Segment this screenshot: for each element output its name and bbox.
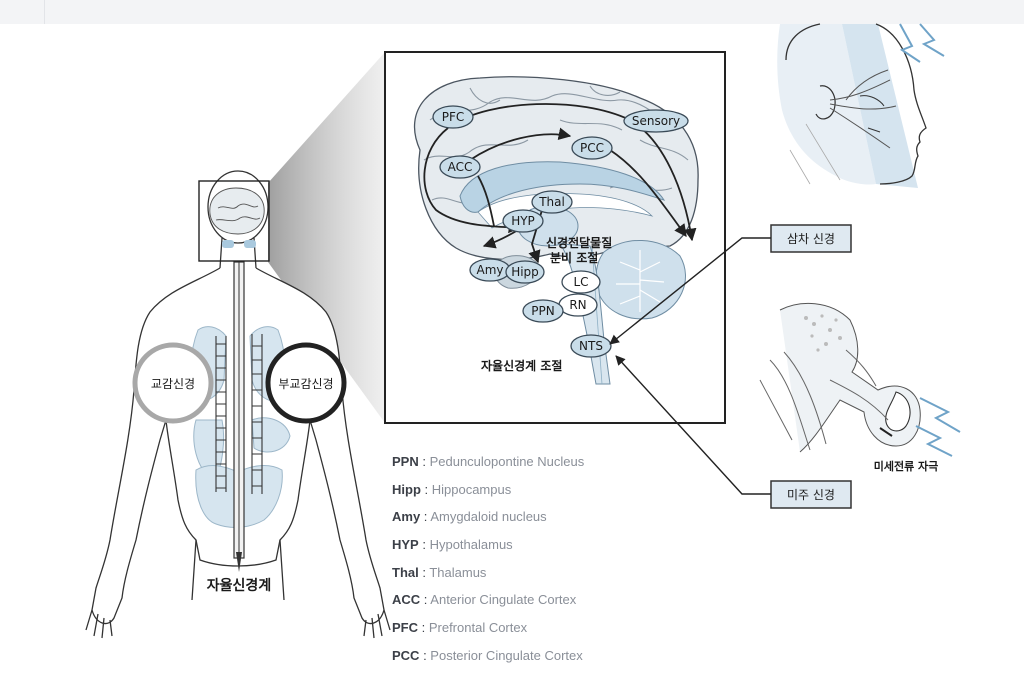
legend-item: Amy : Amygdaloid nucleus [392,509,547,525]
node-ppn: PPN [522,299,564,323]
sympathetic-circle: 교감신경 [132,342,214,424]
svg-text:PPN: PPN [531,304,554,318]
parasympathetic-circle: 부교감신경 [265,342,347,424]
lightning-bolt-icon [899,23,945,63]
node-amy: Amy [469,258,511,282]
trigeminal-connector [609,237,771,345]
ear-neck-illustration [759,302,921,453]
node-nts: NTS [570,334,612,358]
legend-item: Thal : Thalamus [392,564,487,580]
legend-item: PFC : Prefrontal Cortex [392,620,528,636]
svg-text:NTS: NTS [579,339,603,353]
svg-text:PFC: PFC [442,110,465,124]
trigeminal-callout: 삼차 신경 [770,224,852,253]
sympathetic-chain [215,334,263,494]
svg-text:ACC: ACC [448,160,473,174]
trigeminal-label: 삼차 신경 [787,232,835,246]
legend-item: PCC : Posterior Cingulate Cortex [392,647,583,663]
legend-item: PPN : Pedunculopontine Nucleus [392,454,585,469]
neurotransmitter-label-line1: 신경전달물질 [546,235,612,250]
node-acc: ACC [439,155,481,179]
legend-item: HYP : Hypothalamus [392,537,513,553]
lightning-bolt-icon [915,397,961,457]
svg-text:Hipp: Hipp [511,265,539,279]
node-pcc: PCC [571,136,613,160]
top-toolbar [0,0,1024,24]
svg-text:LC: LC [573,275,588,289]
node-rn: RN [558,293,598,317]
node-hyp: HYP [502,209,544,233]
autonomic-system-caption: 자율신경계 [207,577,271,594]
vagus-connector [615,355,771,495]
acc-to-hipp-arrow [477,175,495,227]
stimulation-caption: 미세전류 자극 [874,459,939,473]
legend-item: Hipp : Hippocampus [392,481,512,497]
pfc-to-hyp-arrow [423,127,522,234]
svg-text:Amy: Amy [477,263,504,277]
pcc-to-cerebellum-arrow [609,149,687,238]
node-lc: LC [561,270,601,294]
node-hipp: Hipp [505,260,545,284]
svg-text:Sensory: Sensory [632,114,680,128]
svg-text:RN: RN [569,298,586,312]
zoom-wedge [268,52,385,423]
legend-item: ACC : Anterior Cingulate Cortex [392,592,577,608]
node-sensory: Sensory [623,109,689,133]
brain-nodes: PFC ACC PCC Sensory Thal HYP Amy Hipp LC… [432,105,689,358]
face-illustration [777,23,927,188]
svg-text:HYP: HYP [511,214,535,228]
toolbar-divider [44,0,45,24]
acc-to-pcc-arrow [469,127,572,161]
mini-brain [209,187,265,248]
vagus-callout: 미주 신경 [770,480,852,509]
sympathetic-label: 교감신경 [151,377,195,391]
abbreviation-legend: PPN : Pedunculopontine Nucleus Hipp : Hi… [392,452,584,674]
svg-text:Thal: Thal [538,195,565,209]
neurotransmitter-label-line2: 분비 조절 [550,250,598,265]
parasympathetic-label: 부교감신경 [278,377,333,391]
spinal-column [233,261,245,572]
svg-text:PCC: PCC [580,141,604,155]
node-thal: Thal [531,190,573,214]
autonomic-regulation-label: 자율신경계 조절 [481,358,562,373]
vagus-label: 미주 신경 [787,488,835,502]
node-pfc: PFC [432,105,474,129]
head-inset-box [198,180,270,262]
